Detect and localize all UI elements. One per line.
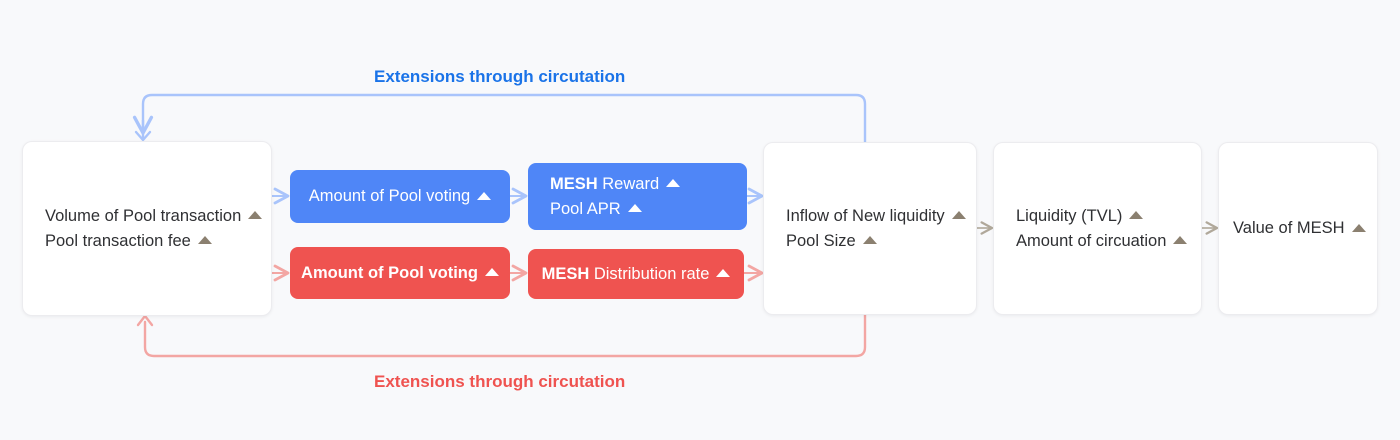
node-value[interactable]: Value of MESH xyxy=(1218,142,1378,315)
up-triangle-icon xyxy=(484,268,499,277)
feedback-loop-top xyxy=(132,93,867,144)
node-red-distribution[interactable]: MESH Distribution rate xyxy=(528,249,744,299)
up-triangle-icon xyxy=(477,191,492,200)
node-source-line-2: Pool transaction fee xyxy=(23,229,271,254)
feedback-loop-bottom xyxy=(136,313,867,358)
node-inflow-line-2: Pool Size xyxy=(764,229,976,254)
node-red-voting[interactable]: Amount of Pool voting xyxy=(290,247,510,299)
up-triangle-icon xyxy=(862,236,877,245)
top-loop-caption: Extensions through circutation xyxy=(374,67,626,86)
node-value-line-1: Value of MESH xyxy=(1219,216,1377,241)
node-liquidity-line-2: Amount of circuation xyxy=(994,229,1201,254)
up-triangle-icon xyxy=(1173,236,1188,245)
node-red-distribution-line-1: MESH Distribution rate xyxy=(528,262,744,287)
node-blue-voting-line-1: Amount of Pool voting xyxy=(290,184,510,209)
up-triangle-icon xyxy=(1129,211,1144,220)
node-liquidity[interactable]: Liquidity (TVL) Amount of circuation xyxy=(993,142,1202,315)
node-blue-reward-line-2: Pool APR xyxy=(528,197,747,222)
node-source-line-1: Volume of Pool transaction xyxy=(23,204,271,229)
node-inflow-line-1: Inflow of New liquidity xyxy=(764,204,976,229)
node-inflow[interactable]: Inflow of New liquidity Pool Size xyxy=(763,142,977,315)
up-triangle-icon xyxy=(716,269,731,278)
up-triangle-icon xyxy=(197,236,212,245)
node-blue-reward[interactable]: MESH Reward Pool APR xyxy=(528,163,747,230)
node-source[interactable]: Volume of Pool transaction Pool transact… xyxy=(22,141,272,316)
node-liquidity-line-1: Liquidity (TVL) xyxy=(994,204,1201,229)
up-triangle-icon xyxy=(627,204,642,213)
node-red-voting-line-1: Amount of Pool voting xyxy=(290,261,510,286)
up-triangle-icon xyxy=(666,179,681,188)
up-triangle-icon xyxy=(951,211,966,220)
node-blue-voting[interactable]: Amount of Pool voting xyxy=(290,170,510,223)
bottom-loop-caption: Extensions through circutation xyxy=(374,372,626,391)
up-triangle-icon xyxy=(248,211,263,220)
node-blue-reward-line-1: MESH Reward xyxy=(528,172,747,197)
up-triangle-icon xyxy=(1351,223,1366,232)
